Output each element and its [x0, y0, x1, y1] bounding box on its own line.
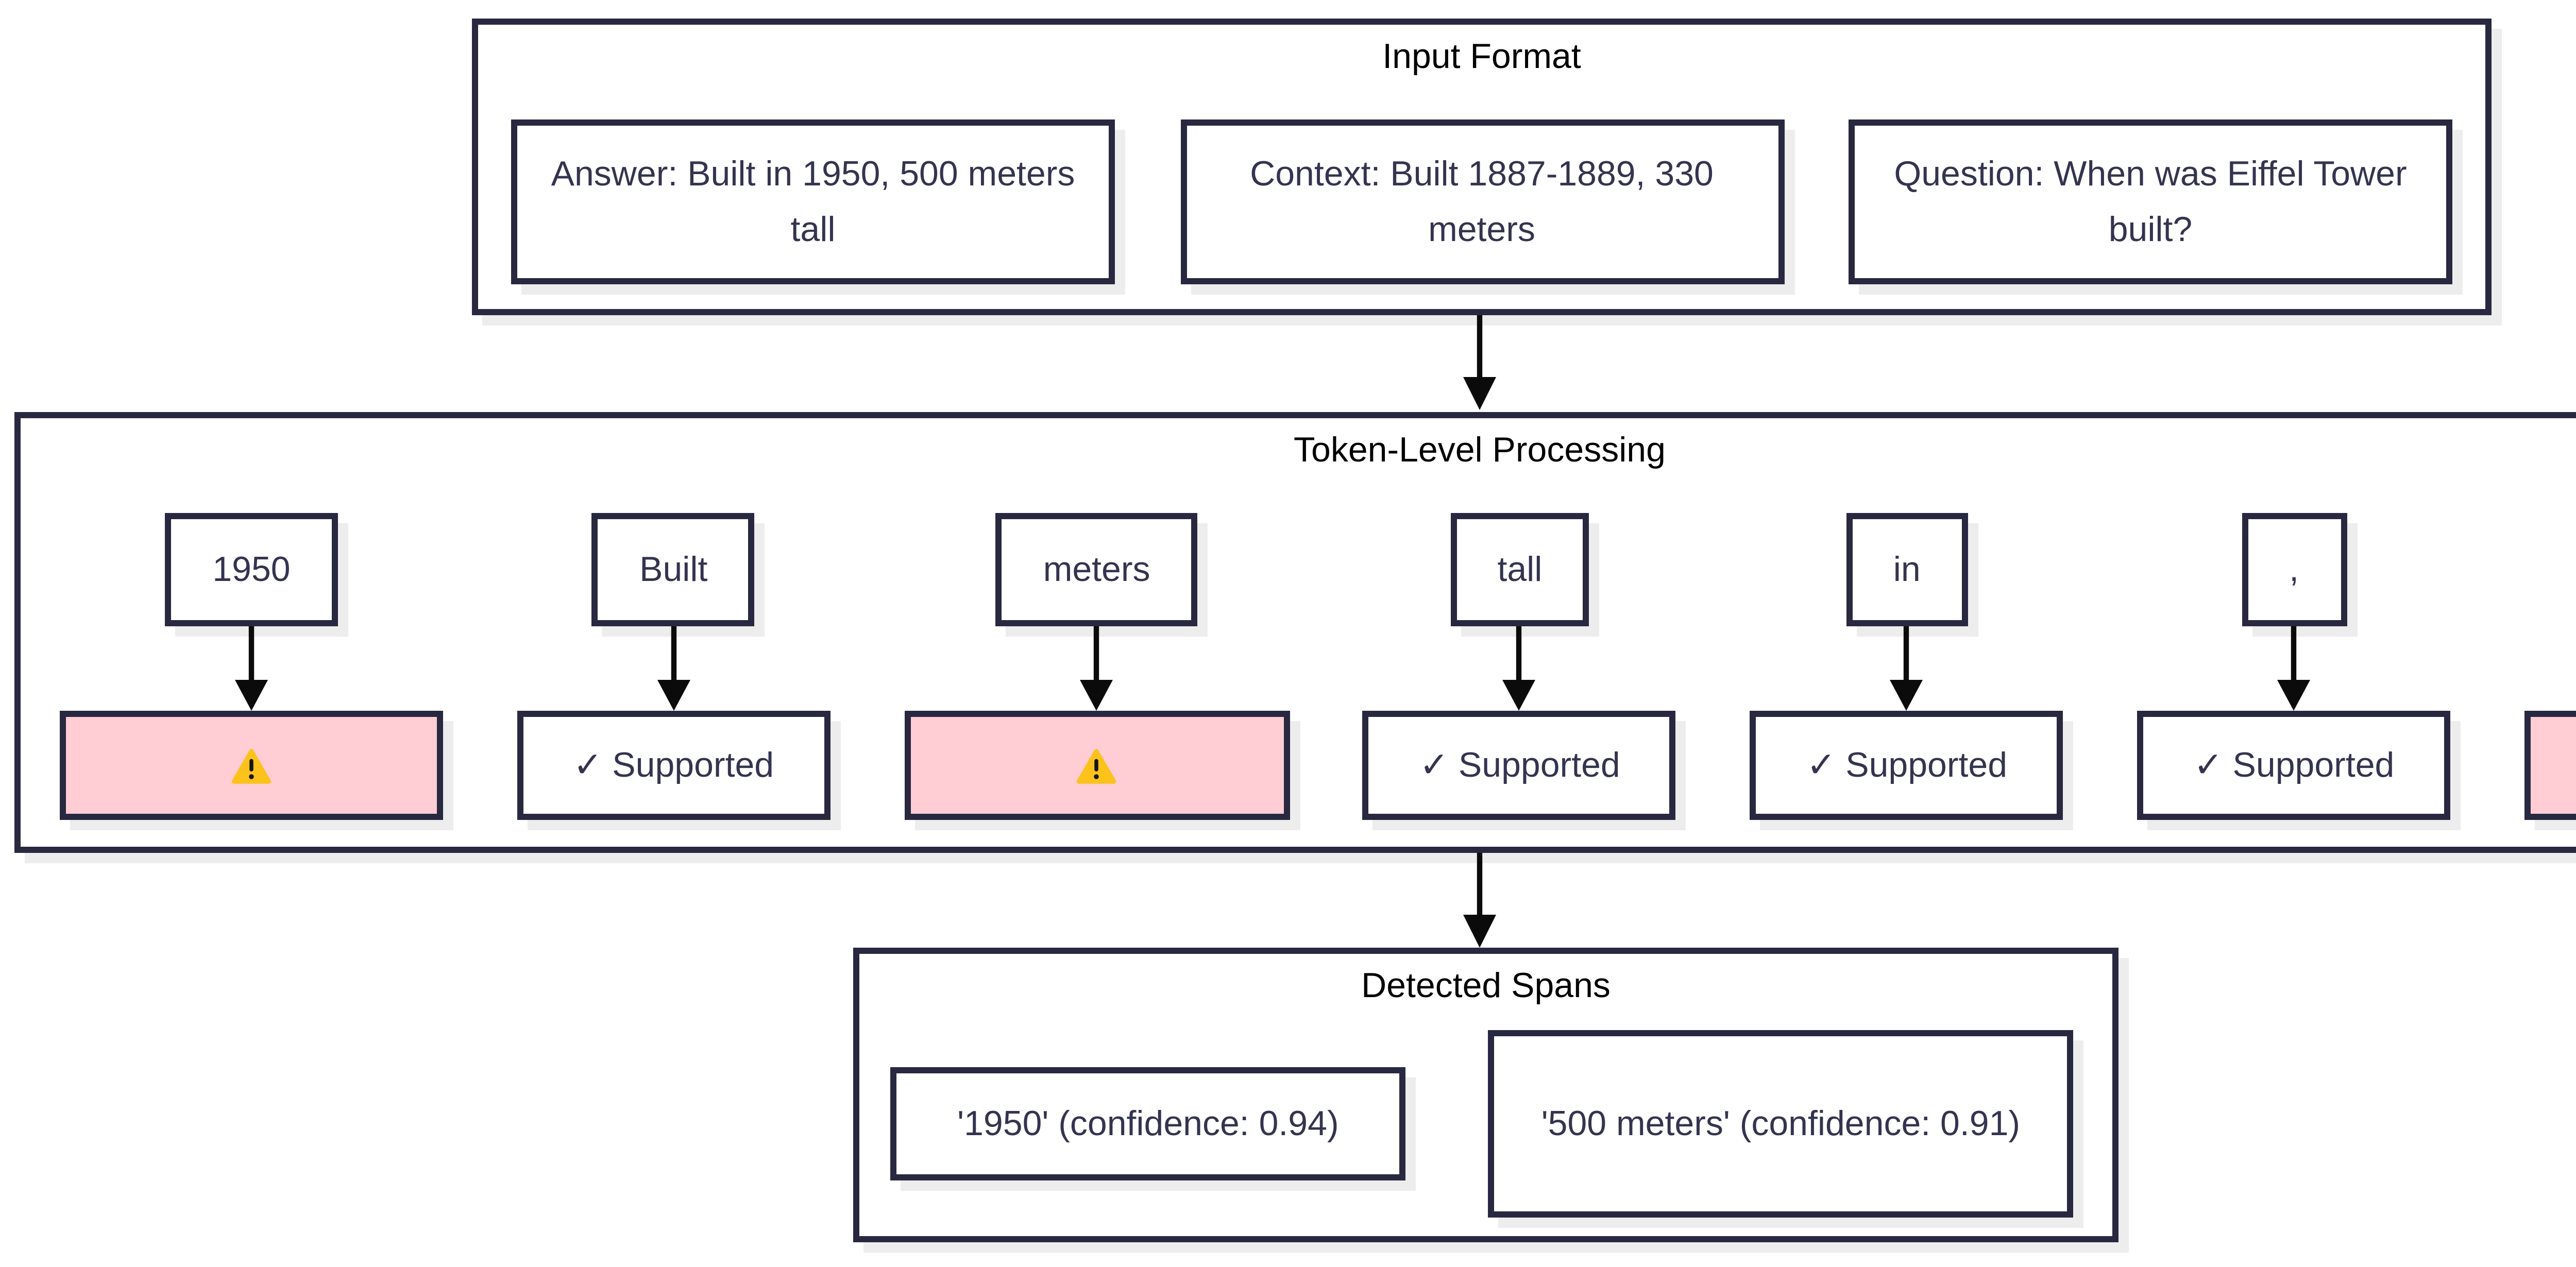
result-node-hallucinated: [60, 711, 443, 821]
token-node: ,: [2242, 513, 2346, 627]
context-node: Context: Built 1887-1889, 330 meters: [1180, 120, 1784, 285]
input-format-title: Input Format: [1382, 37, 1581, 76]
warning-icon: [231, 748, 272, 785]
token-node: in: [1845, 513, 1968, 627]
token-processing-section: Token-Level Processing 1950 Built ✓ Supp…: [14, 412, 2576, 853]
arrow-down-icon: [1459, 315, 1500, 410]
token-column: 500: [2524, 514, 2576, 821]
token-column: meters: [904, 513, 1290, 821]
token-column: in ✓ Supported: [1750, 513, 2064, 821]
token-column: , ✓ Supported: [2137, 513, 2451, 821]
input-format-section: Input Format Answer: Built in 1950, 500 …: [472, 19, 2492, 315]
input-format-row: Answer: Built in 1950, 500 meters tall C…: [478, 120, 2485, 285]
result-node-hallucinated: [904, 711, 1290, 821]
token-node: tall: [1450, 513, 1590, 627]
detected-spans-row: '1950' (confidence: 0.94) '500 meters' (…: [859, 1021, 2112, 1227]
detected-spans-section: Detected Spans '1950' (confidence: 0.94)…: [853, 948, 2119, 1242]
span-node: '500 meters' (confidence: 0.91): [1488, 1030, 2073, 1218]
token-node: 1950: [165, 513, 338, 627]
question-node: Question: When was Eiffel Tower built?: [1849, 120, 2452, 285]
result-node-hallucinated: [2524, 711, 2576, 821]
token-processing-title: Token-Level Processing: [1294, 431, 1666, 470]
arrow-down-icon: [1459, 853, 1500, 948]
token-column: 1950: [60, 513, 443, 821]
warning-icon: [1076, 748, 1117, 785]
token-node: meters: [995, 513, 1198, 627]
result-node-supported: ✓ Supported: [1750, 711, 2064, 821]
arrow-down-icon: [1076, 627, 1117, 712]
arrow-down-icon: [1886, 627, 1927, 712]
token-column: tall ✓ Supported: [1363, 513, 1676, 821]
arrow-down-icon: [231, 627, 272, 712]
result-node-supported: ✓ Supported: [517, 711, 831, 821]
arrow-down-icon: [1499, 627, 1540, 712]
span-node: '1950' (confidence: 0.94): [890, 1067, 1406, 1180]
detected-spans-title: Detected Spans: [1361, 966, 1611, 1005]
token-node: Built: [592, 513, 755, 627]
arrow-down-icon: [2274, 627, 2315, 712]
arrow-down-icon: [653, 627, 694, 712]
result-node-supported: ✓ Supported: [2137, 711, 2451, 821]
result-node-supported: ✓ Supported: [1363, 711, 1676, 821]
answer-node: Answer: Built in 1950, 500 meters tall: [511, 120, 1115, 285]
token-columns: 1950 Built ✓ Supported meters tall: [21, 513, 2576, 821]
token-column: Built ✓ Supported: [517, 513, 831, 821]
